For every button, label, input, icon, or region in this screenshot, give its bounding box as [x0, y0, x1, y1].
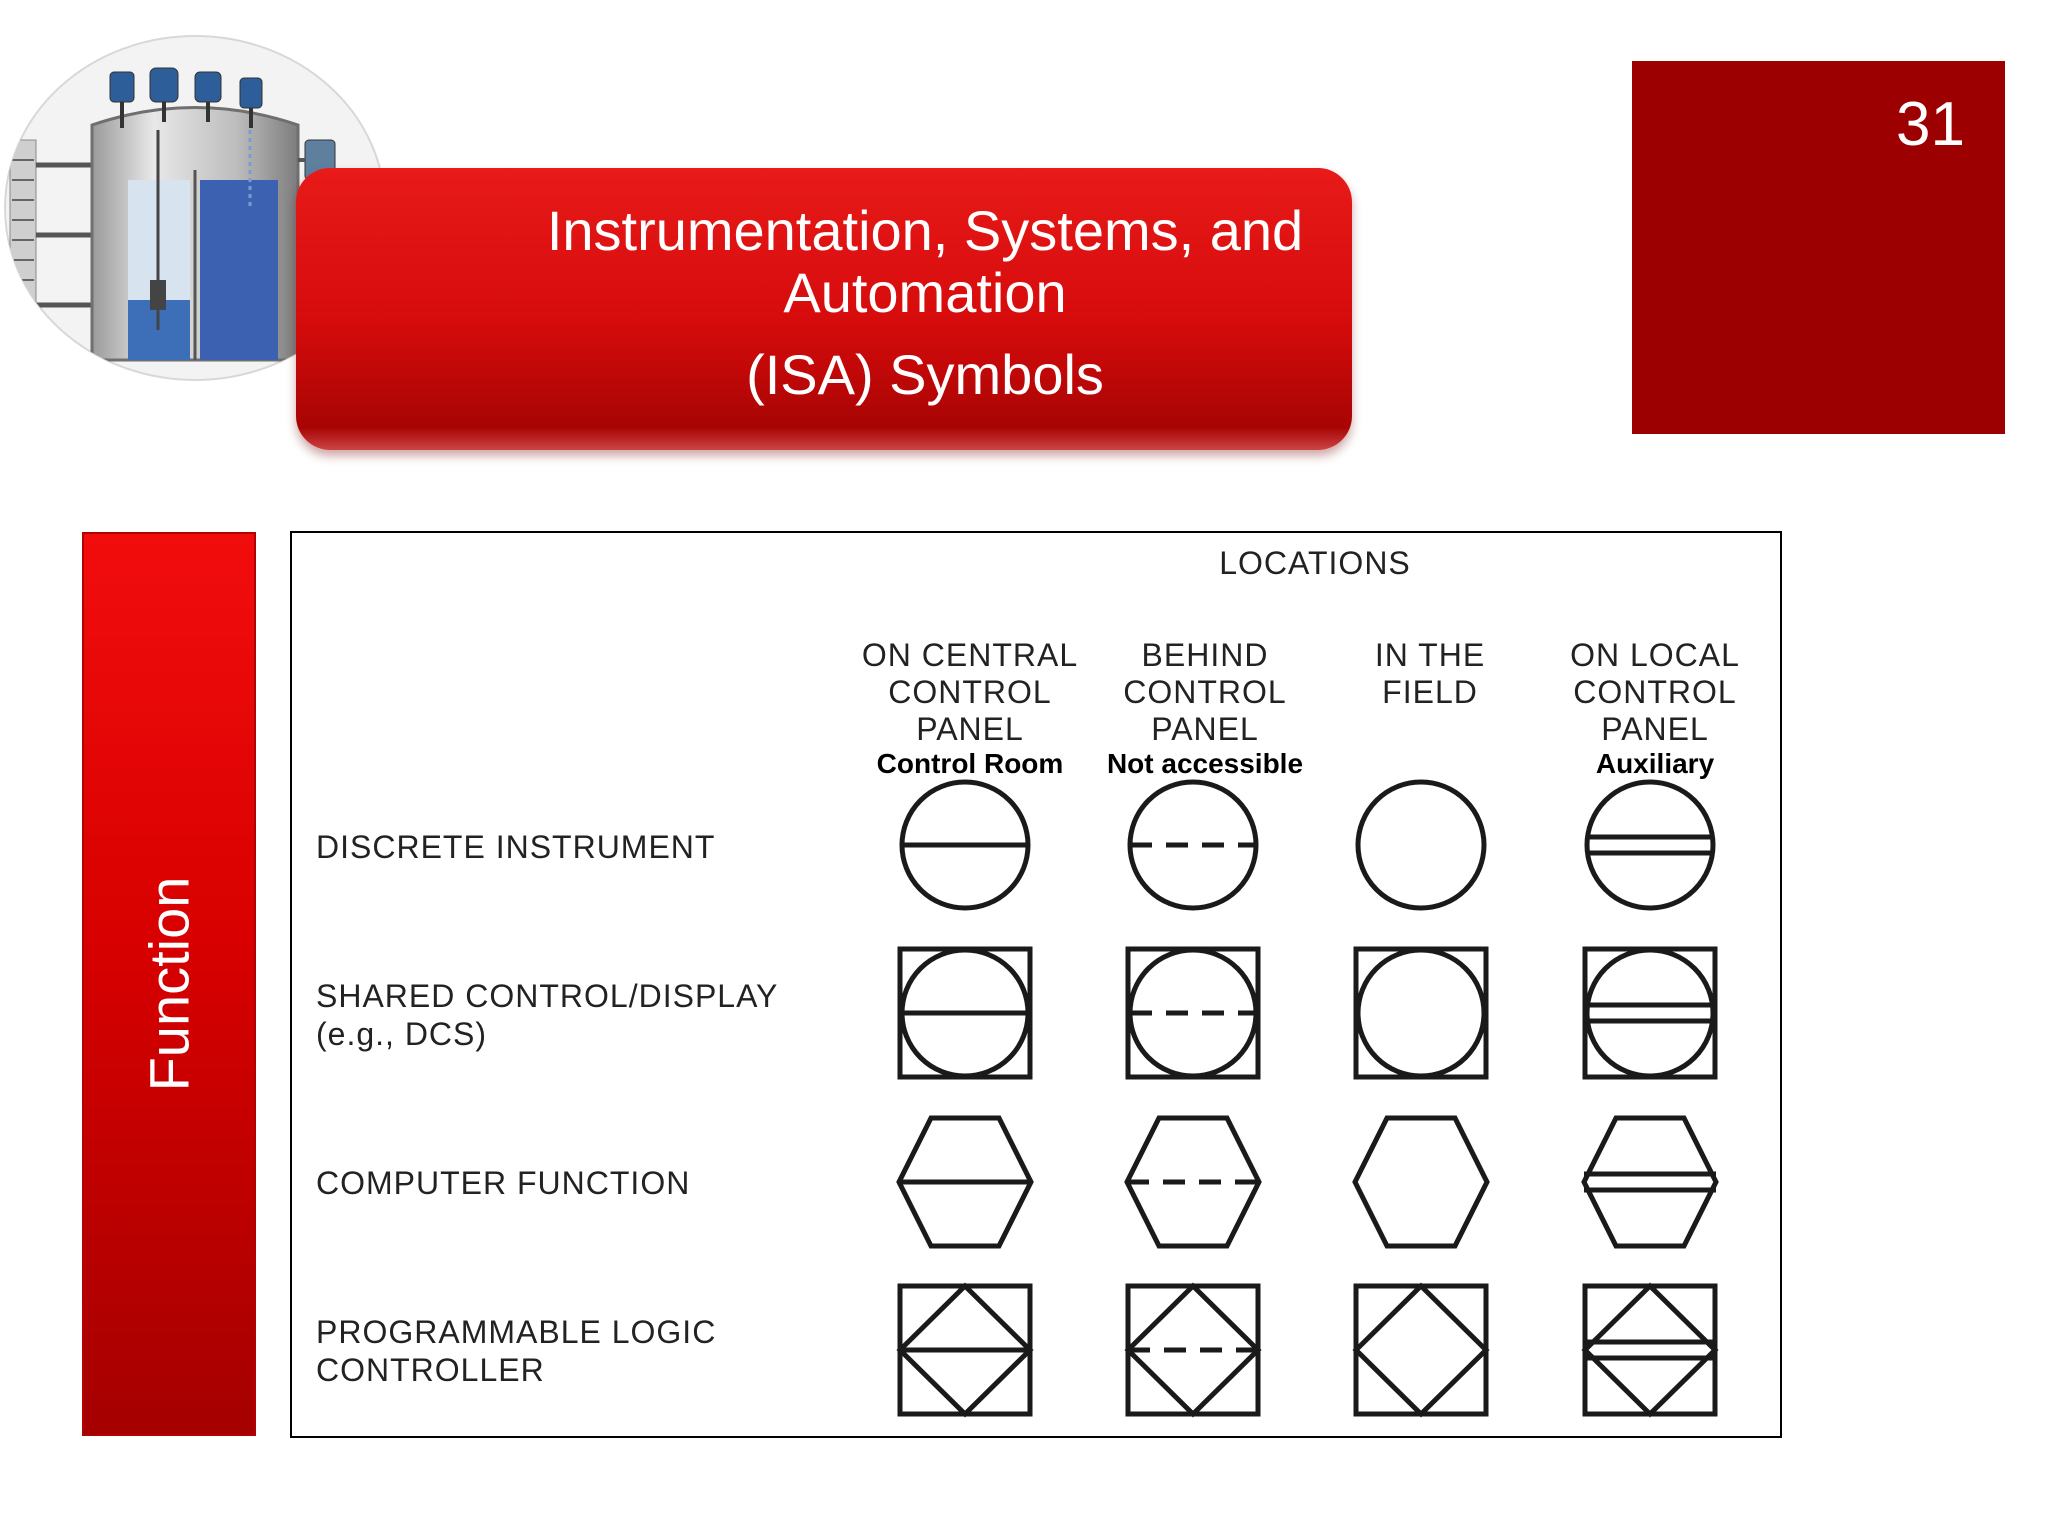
symbol-circle-0 [899, 779, 1031, 911]
column-note: Not accessible [1106, 748, 1304, 779]
slide-number: 31 [1896, 90, 1965, 159]
row-label-shared: SHARED CONTROL/DISPLAY (e.g., DCS) [316, 977, 876, 1053]
symbol-square [1582, 1283, 1718, 1417]
symbol-hexagon [1124, 1115, 1262, 1249]
symbol-diamond [1581, 1282, 1719, 1418]
symbol-hexagon [1581, 1115, 1719, 1249]
column-header-line: PANEL [916, 711, 1024, 747]
symbol-hexagon [1352, 1115, 1490, 1249]
column-header-line: CONTROL [1573, 674, 1737, 710]
symbol-square-circle-3 [1582, 946, 1718, 1080]
slide-title: Instrumentation, Systems, and Automation… [500, 200, 1350, 406]
slide-number-box: 31 [1632, 61, 2005, 434]
row-label-line: PROGRAMMABLE LOGIC [316, 1314, 717, 1350]
symbol-hexagon-3 [1581, 1115, 1719, 1249]
column-header-line: ON LOCAL [1570, 637, 1740, 673]
symbol-square-diamond-0 [896, 1282, 1034, 1418]
symbol-hexagon-1 [1124, 1115, 1262, 1249]
symbol-circle [1355, 947, 1487, 1079]
isa-symbol-table [290, 531, 1782, 1438]
title-line-1: Instrumentation, Systems, and [546, 199, 1304, 262]
row-label-line: DISCRETE INSTRUMENT [316, 829, 716, 865]
symbol-square-circle-1 [1125, 946, 1261, 1080]
symbol-hexagon-0 [896, 1115, 1034, 1249]
symbol-circle [1584, 947, 1716, 1079]
column-header-field: IN THE FIELD [1320, 637, 1540, 711]
symbol-circle-3 [1584, 779, 1716, 911]
column-header-line: BEHIND [1141, 637, 1269, 673]
title-line-2: Automation [783, 261, 1067, 324]
symbol-square-diamond-2 [1352, 1282, 1490, 1418]
row-label-line: CONTROLLER [316, 1352, 545, 1388]
column-header-line: PANEL [1601, 711, 1709, 747]
symbol-circle [1584, 779, 1716, 911]
locations-header: LOCATIONS [1219, 545, 1411, 581]
column-header-central: ON CENTRAL CONTROL PANEL Control Room [845, 637, 1095, 780]
column-header-line: IN THE [1374, 637, 1486, 673]
column-note: Auxiliary [1595, 748, 1715, 779]
function-sidebar [82, 532, 256, 1436]
column-header-line: FIELD [1382, 674, 1478, 710]
column-header-line: CONTROL [888, 674, 1052, 710]
row-label-line: COMPUTER FUNCTION [316, 1165, 691, 1201]
tank-illustration [4, 35, 386, 381]
symbol-diamond [1352, 1282, 1490, 1418]
symbol-square [1353, 1283, 1489, 1417]
title-banner [296, 168, 1352, 450]
symbol-circle-1 [1127, 779, 1259, 911]
row-label-discrete: DISCRETE INSTRUMENT [316, 828, 836, 866]
symbol-square-circle-0 [897, 946, 1033, 1080]
column-header-line: ON CENTRAL [861, 637, 1079, 673]
symbol-hexagon-2 [1352, 1115, 1490, 1249]
column-header-line: PANEL [1151, 711, 1259, 747]
symbol-circle [1355, 779, 1487, 911]
column-header-behind: BEHIND CONTROL PANEL Not accessible [1080, 637, 1330, 780]
title-line-3: (ISA) Symbols [746, 343, 1104, 406]
row-label-plc: PROGRAMMABLE LOGIC CONTROLLER [316, 1313, 836, 1389]
symbol-square-diamond-3 [1581, 1282, 1719, 1418]
row-label-computer: COMPUTER FUNCTION [316, 1164, 836, 1202]
column-header-local: ON LOCAL CONTROL PANEL Auxiliary [1535, 637, 1775, 780]
row-label-line: (e.g., DCS) [316, 1016, 488, 1052]
symbol-square-circle-2 [1353, 946, 1489, 1080]
symbol-circle-2 [1355, 779, 1487, 911]
column-note: Control Room [876, 748, 1064, 779]
column-header-line: CONTROL [1123, 674, 1287, 710]
row-label-line: SHARED CONTROL/DISPLAY [316, 978, 779, 1014]
symbol-square-diamond-1 [1124, 1282, 1262, 1418]
